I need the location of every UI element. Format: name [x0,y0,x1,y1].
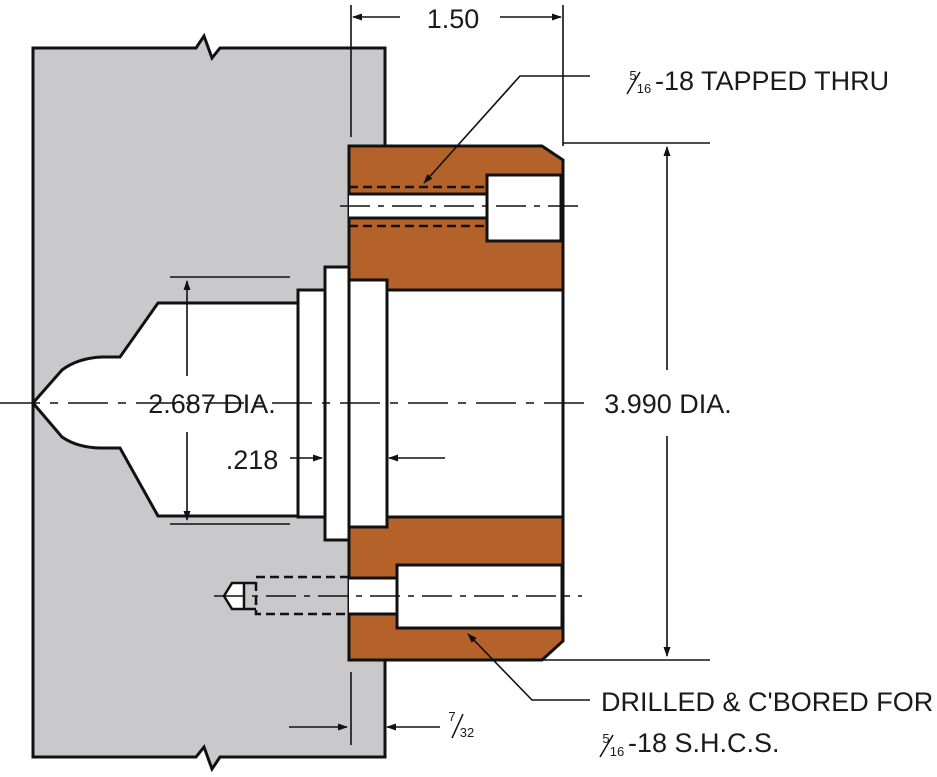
offset-fraction-num: 7 [448,709,455,724]
bore-diameter-label: 2.687 DIA. [148,389,276,419]
tapped-hole-counterbore [485,173,563,243]
drilled-label-line1: DRILLED & C'BORED FOR [601,687,933,717]
tapped-thru-fraction-den: 16 [637,81,651,96]
drilled-fraction-num: 5 [602,731,609,746]
drilled-fraction-den: 16 [610,744,624,759]
offset-fraction-den: 32 [460,725,474,740]
drilled-label-line2: -18 S.H.C.S. [628,728,780,758]
outer-diameter-label: 3.990 DIA. [604,389,732,419]
tapped-thru-fraction-num: 5 [629,68,636,83]
width-dimension-label: 1.50 [427,4,480,34]
screw-dashed-outline [254,575,349,616]
step-dimension-label: .218 [226,445,279,475]
tapped-thru-label: -18 TAPPED THRU [655,66,889,96]
